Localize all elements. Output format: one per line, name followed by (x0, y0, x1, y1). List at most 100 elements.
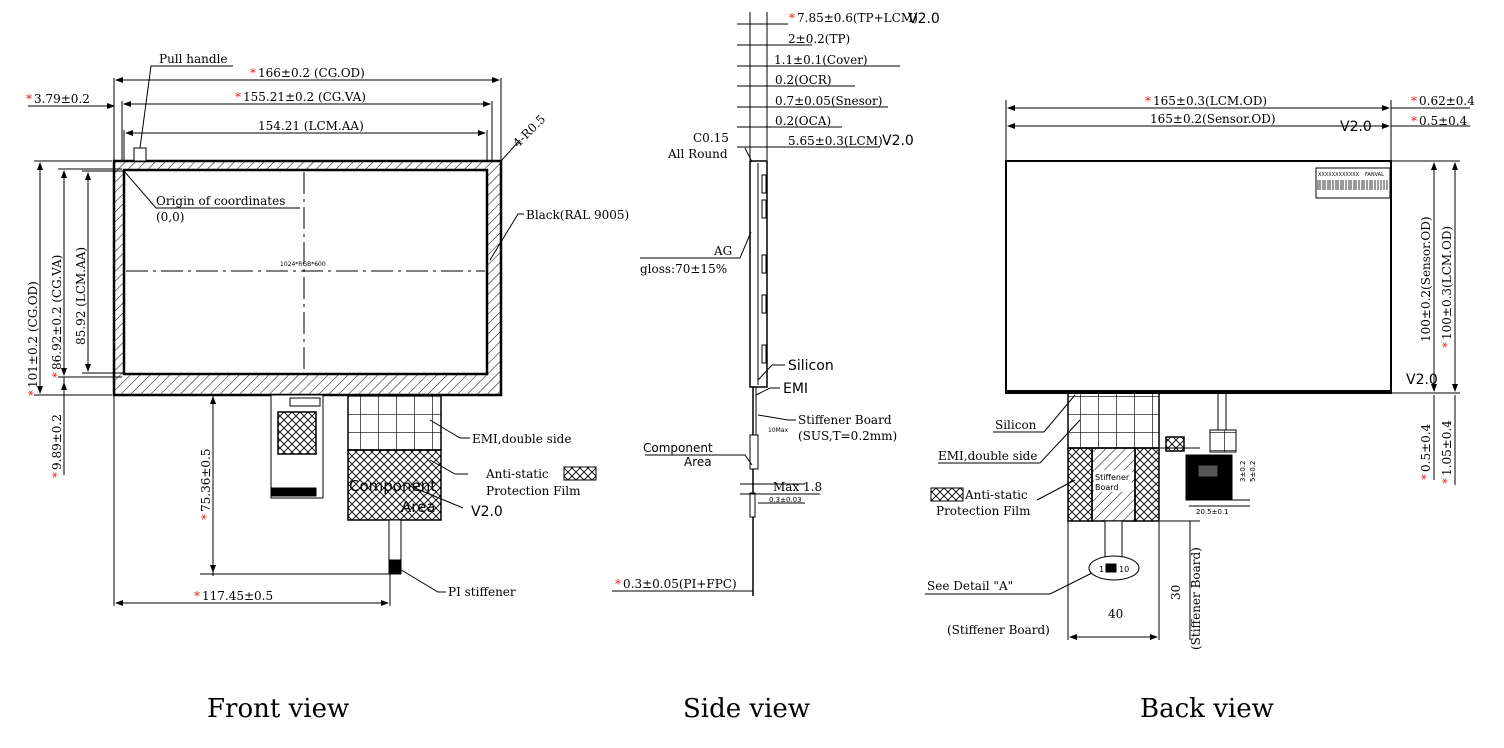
component-side-leader (645, 454, 753, 466)
component-area (347, 449, 442, 521)
rb1-star: * (1419, 474, 1433, 480)
emi-grid (347, 394, 442, 451)
pull-handle-leader (139, 65, 233, 149)
r2-star: * (1411, 114, 1417, 128)
silicon-back-label: Silicon (995, 418, 1037, 432)
rb2-label: 1.05±0.4 (1440, 420, 1454, 476)
silicon-side-label: Silicon (788, 358, 834, 374)
barcode-brand: FANVAL (1365, 172, 1384, 178)
pull-handle-tab (133, 147, 147, 162)
antistatic-back-label-2: Protection Film (936, 504, 1031, 518)
r1-star: * (1411, 94, 1417, 108)
side-v2-lcm: V2.0 (882, 133, 914, 149)
dim-h-od-label: 101±0.2 (CG.OD) (26, 281, 40, 388)
component-label-1: Component (349, 477, 436, 495)
small-dim-2: 5±0.2 (1249, 461, 1257, 482)
antistatic-legend-box (563, 466, 597, 481)
pull-handle-label: Pull handle (159, 52, 228, 66)
dim-va-label: 155.21±0.2 (CG.VA) (243, 90, 366, 104)
dim-h-va-label: 86.92±0.2 (CG.VA) (50, 255, 64, 370)
emi-back-leader (938, 419, 1081, 464)
pi-stiffener-label: PI stiffener (448, 585, 516, 599)
front-view-text: Pull handle * 166±0.2 (CG.OD) * 155.21±0… (26, 52, 629, 724)
black-label: Black(RAL 9005) (526, 208, 629, 222)
t-total-star: * (789, 11, 795, 25)
antistatic-back-label-1: Anti-static (964, 488, 1028, 502)
emi-leader (429, 419, 470, 439)
gloss-label: gloss:70±15% (640, 262, 727, 276)
antistatic-leader (429, 459, 468, 475)
pi-stiffener (388, 559, 402, 575)
barcode-bars (1317, 180, 1388, 190)
dim-od-label: 166±0.2 (CG.OD) (258, 66, 365, 80)
front-v2-label: V2.0 (471, 504, 503, 520)
dim-fpc-w-star: * (194, 589, 200, 603)
stiffener-side-label-2: (SUS,T=0.2mm) (798, 429, 897, 443)
dim-fpc-w-label: 117.45±0.5 (202, 589, 273, 603)
see-detail-label: See Detail "A" (927, 579, 1013, 593)
component-label-2: Area (401, 498, 436, 516)
dim-va-star: * (235, 90, 241, 104)
antistatic-label-2: Protection Film (486, 484, 581, 498)
side-v2-top: V2.0 (908, 11, 940, 27)
dim-fpc-h-star: * (199, 514, 213, 520)
h-lcm-label: 100±0.3(LCM.OD) (1440, 226, 1454, 340)
antistatic-label-1: Anti-static (485, 467, 549, 481)
emi-label: EMI,double side (472, 432, 571, 446)
barcode-id: XXXXXXXXXXXX (1318, 172, 1360, 178)
stiffener-side-label-1: Stiffener Board (798, 413, 892, 427)
t-lcm-label: 5.65±0.3(LCM) (788, 134, 883, 148)
bottom-label: 0.3±0.05(PI+FPC) (623, 577, 737, 591)
back-emi-grid (1067, 392, 1160, 449)
pi-leader (397, 567, 446, 593)
w40-label: 40 (1108, 607, 1123, 621)
back-v2-right: V2.0 (1406, 372, 1438, 388)
back-antistatic-left (1067, 447, 1093, 522)
t-sensor-label: 0.7±0.05(Snesor) (775, 94, 882, 108)
black-leader (489, 213, 524, 261)
side-view-text: * 7.85±0.6(TP+LCM) V2.0 2±0.2(TP) 1.1±0.… (615, 11, 940, 724)
sub-dim-label: 0.3±0.03 (769, 496, 802, 504)
dim-bottom-star: * (50, 472, 64, 478)
back-panel (1005, 160, 1392, 394)
stiffener-leader (757, 414, 796, 421)
emi-back-label: EMI,double side (938, 449, 1037, 463)
emi-side-leader (755, 387, 780, 396)
silicon-back-leader (993, 394, 1076, 433)
small-dim-3: 20.5±0.1 (1196, 508, 1229, 516)
dim-h-aa-label: 85.92 (LCM.AA) (74, 247, 88, 345)
front-active-area (122, 168, 489, 376)
back-view-title: Back view (1140, 694, 1274, 724)
small-dim-1: 3±0.2 (1239, 461, 1247, 482)
t-total-label: 7.85±0.6(TP+LCM) (797, 11, 918, 25)
rb1-label: 0.5±0.4 (1419, 423, 1433, 472)
dim-h-va-star: * (50, 372, 64, 378)
dim-left-label: 3.79±0.2 (34, 92, 90, 106)
origin-value: (0,0) (156, 210, 184, 224)
w40-sublabel: (Stiffener Board) (947, 623, 1050, 637)
dim-od-star: * (250, 66, 256, 80)
side-view-title: Side view (683, 694, 810, 724)
t-tp-label: 2±0.2(TP) (788, 32, 850, 46)
h-lcm-star: * (1440, 342, 1454, 348)
silicon-leader (757, 364, 785, 381)
antistatic-back-legend (930, 487, 964, 502)
conn-left-label: 1 (1099, 565, 1104, 574)
component-side-label-2: Area (684, 455, 712, 469)
resolution-label: 1024*RGB*600 (280, 261, 326, 268)
t-oca-label: 0.2(OCA) (775, 114, 831, 128)
stiffener-back-label-2: Board (1095, 483, 1119, 492)
dim-left-star: * (26, 92, 32, 106)
component-side-label-1: Component (643, 441, 713, 455)
back-fpc-tail (1104, 520, 1123, 562)
dim-lcm-od-star: * (1145, 94, 1151, 108)
max-label: Max 1.8 (773, 480, 822, 494)
r2-label: 0.5±0.4 (1419, 114, 1468, 128)
dim-sensor-od-label: 165±0.2(Sensor.OD) (1150, 112, 1276, 126)
back-view (925, 100, 1470, 640)
t-ocr-label: 0.2(OCR) (775, 73, 832, 87)
dim-fpc-h-label: 75.36±0.5 (199, 449, 213, 513)
all-round-label: All Round (667, 147, 728, 161)
corner-label: 4-R0.5 (510, 112, 548, 150)
rb2-star: * (1440, 478, 1454, 484)
